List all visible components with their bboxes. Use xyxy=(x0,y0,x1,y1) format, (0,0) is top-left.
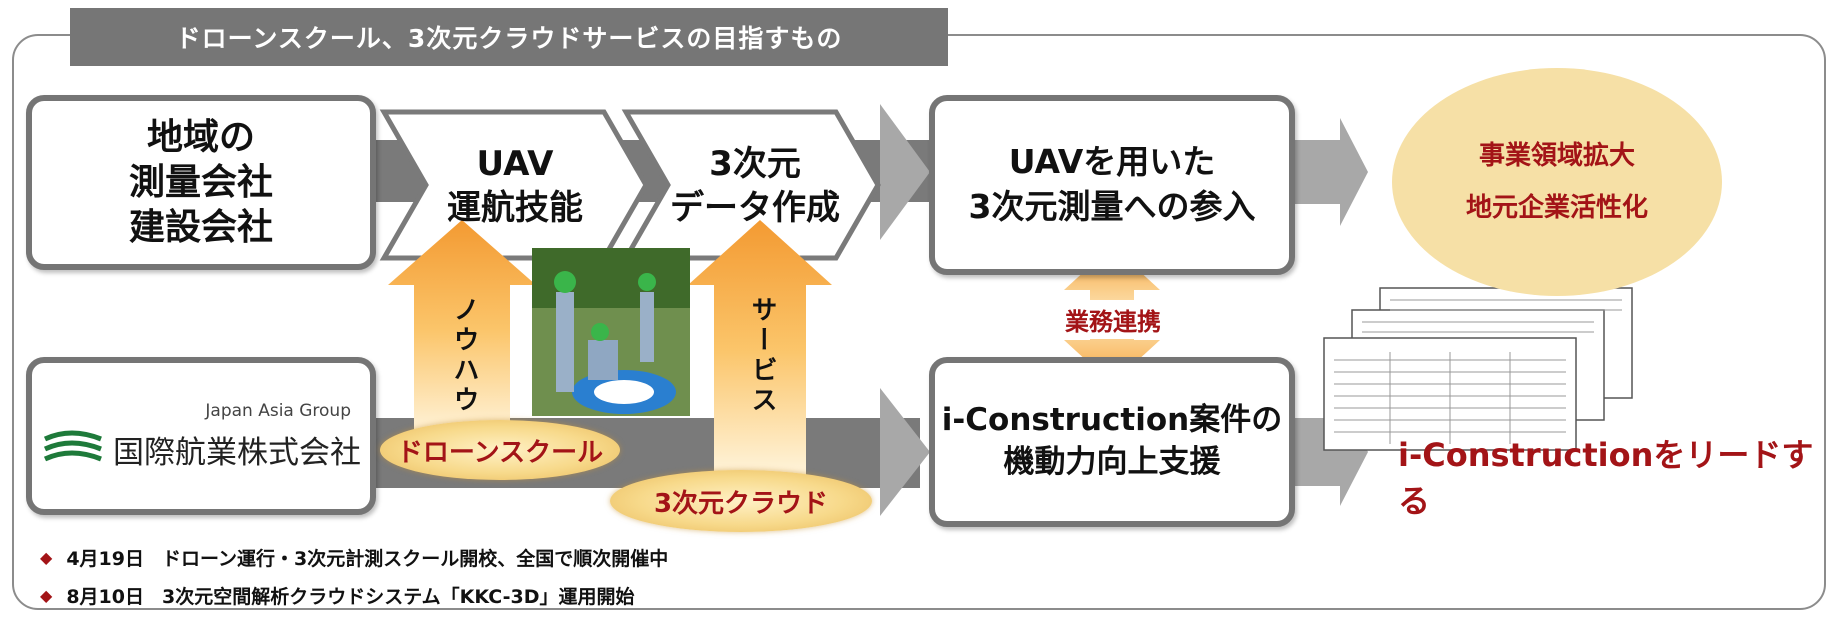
company-name: 国際航業株式会社 xyxy=(113,434,361,471)
company-logo-icon xyxy=(43,430,102,462)
box-line: 地域の xyxy=(146,117,255,158)
drone-training-photo xyxy=(532,248,690,416)
lead-i-construction-text: i-Constructionをリードする xyxy=(1398,436,1814,520)
group-name: Japan Asia Group xyxy=(205,400,351,421)
drone-school-oval: ドローンスクール xyxy=(380,420,620,480)
box-line: UAVを用いた xyxy=(1008,142,1216,182)
service-label: サービス xyxy=(747,296,777,416)
cloud-oval: 3次元クラウド xyxy=(610,470,872,532)
chevron-line: 運航技能 xyxy=(447,188,583,228)
diamond-icon: ◆ xyxy=(40,548,53,567)
bullet-text: ドローン運行・3次元計測スクール開校、全国で順次開催中 xyxy=(161,548,669,570)
goal-arrow-upper xyxy=(1295,118,1368,226)
up-arrow-service-shape xyxy=(688,220,832,480)
bullet-text: 3次元空間解析クラウドシステム「KKC-3D」運用開始 xyxy=(161,586,635,608)
goal-circle: 事業領域拡大 地元企業活性化 xyxy=(1392,68,1722,296)
bullet-date: 4月19日 xyxy=(66,548,144,570)
chevron-uav-skill: UAV 運航技能 xyxy=(420,128,610,244)
chevron-3d-data: 3次元 データ作成 xyxy=(660,128,850,244)
bullet-date: 8月10日 xyxy=(66,586,144,608)
upper-flow-arrowhead xyxy=(880,104,930,240)
chevron-3d-shape xyxy=(621,109,881,261)
goal-line: 事業領域拡大 xyxy=(1478,141,1635,171)
bullet-item: ◆ 4月19日 ドローン運行・3次元計測スクール開校、全国で順次開催中 xyxy=(40,544,668,571)
up-arrow-knowhow-shape xyxy=(388,220,536,440)
box-line: 3次元測量への参入 xyxy=(968,187,1256,226)
document-stack-image xyxy=(1323,287,1633,451)
chevron-line: UAV xyxy=(476,143,554,184)
box-line: i-Construction案件の xyxy=(941,402,1283,439)
chevron-line: 3次元 xyxy=(709,143,801,184)
knowhow-label: ノウハウ xyxy=(449,296,479,416)
local-survey-construction-companies-box: 地域の 測量会社 建設会社 xyxy=(26,95,376,270)
i-construction-support-box: i-Construction案件の 機動力向上支援 xyxy=(929,357,1295,527)
box-line: 機動力向上支援 xyxy=(1003,444,1221,480)
page-title: ドローンスクール、3次元クラウドサービスの目指すもの xyxy=(70,8,948,66)
box-line: 建設会社 xyxy=(128,207,273,248)
box-line: 測量会社 xyxy=(128,162,273,203)
goal-line: 地元企業活性化 xyxy=(1465,193,1648,223)
business-cooperation-label: 業務連携 xyxy=(1052,300,1174,339)
diamond-icon: ◆ xyxy=(40,586,53,605)
lower-flow-arrowhead xyxy=(880,388,930,516)
chevron-line: データ作成 xyxy=(670,188,840,228)
bullet-item: ◆ 8月10日 3次元空間解析クラウドシステム「KKC-3D」運用開始 xyxy=(40,582,635,609)
company-logo-box: Japan Asia Group 国際航業株式会社 xyxy=(26,357,376,515)
uav-survey-entry-box: UAVを用いた 3次元測量への参入 xyxy=(929,95,1295,275)
